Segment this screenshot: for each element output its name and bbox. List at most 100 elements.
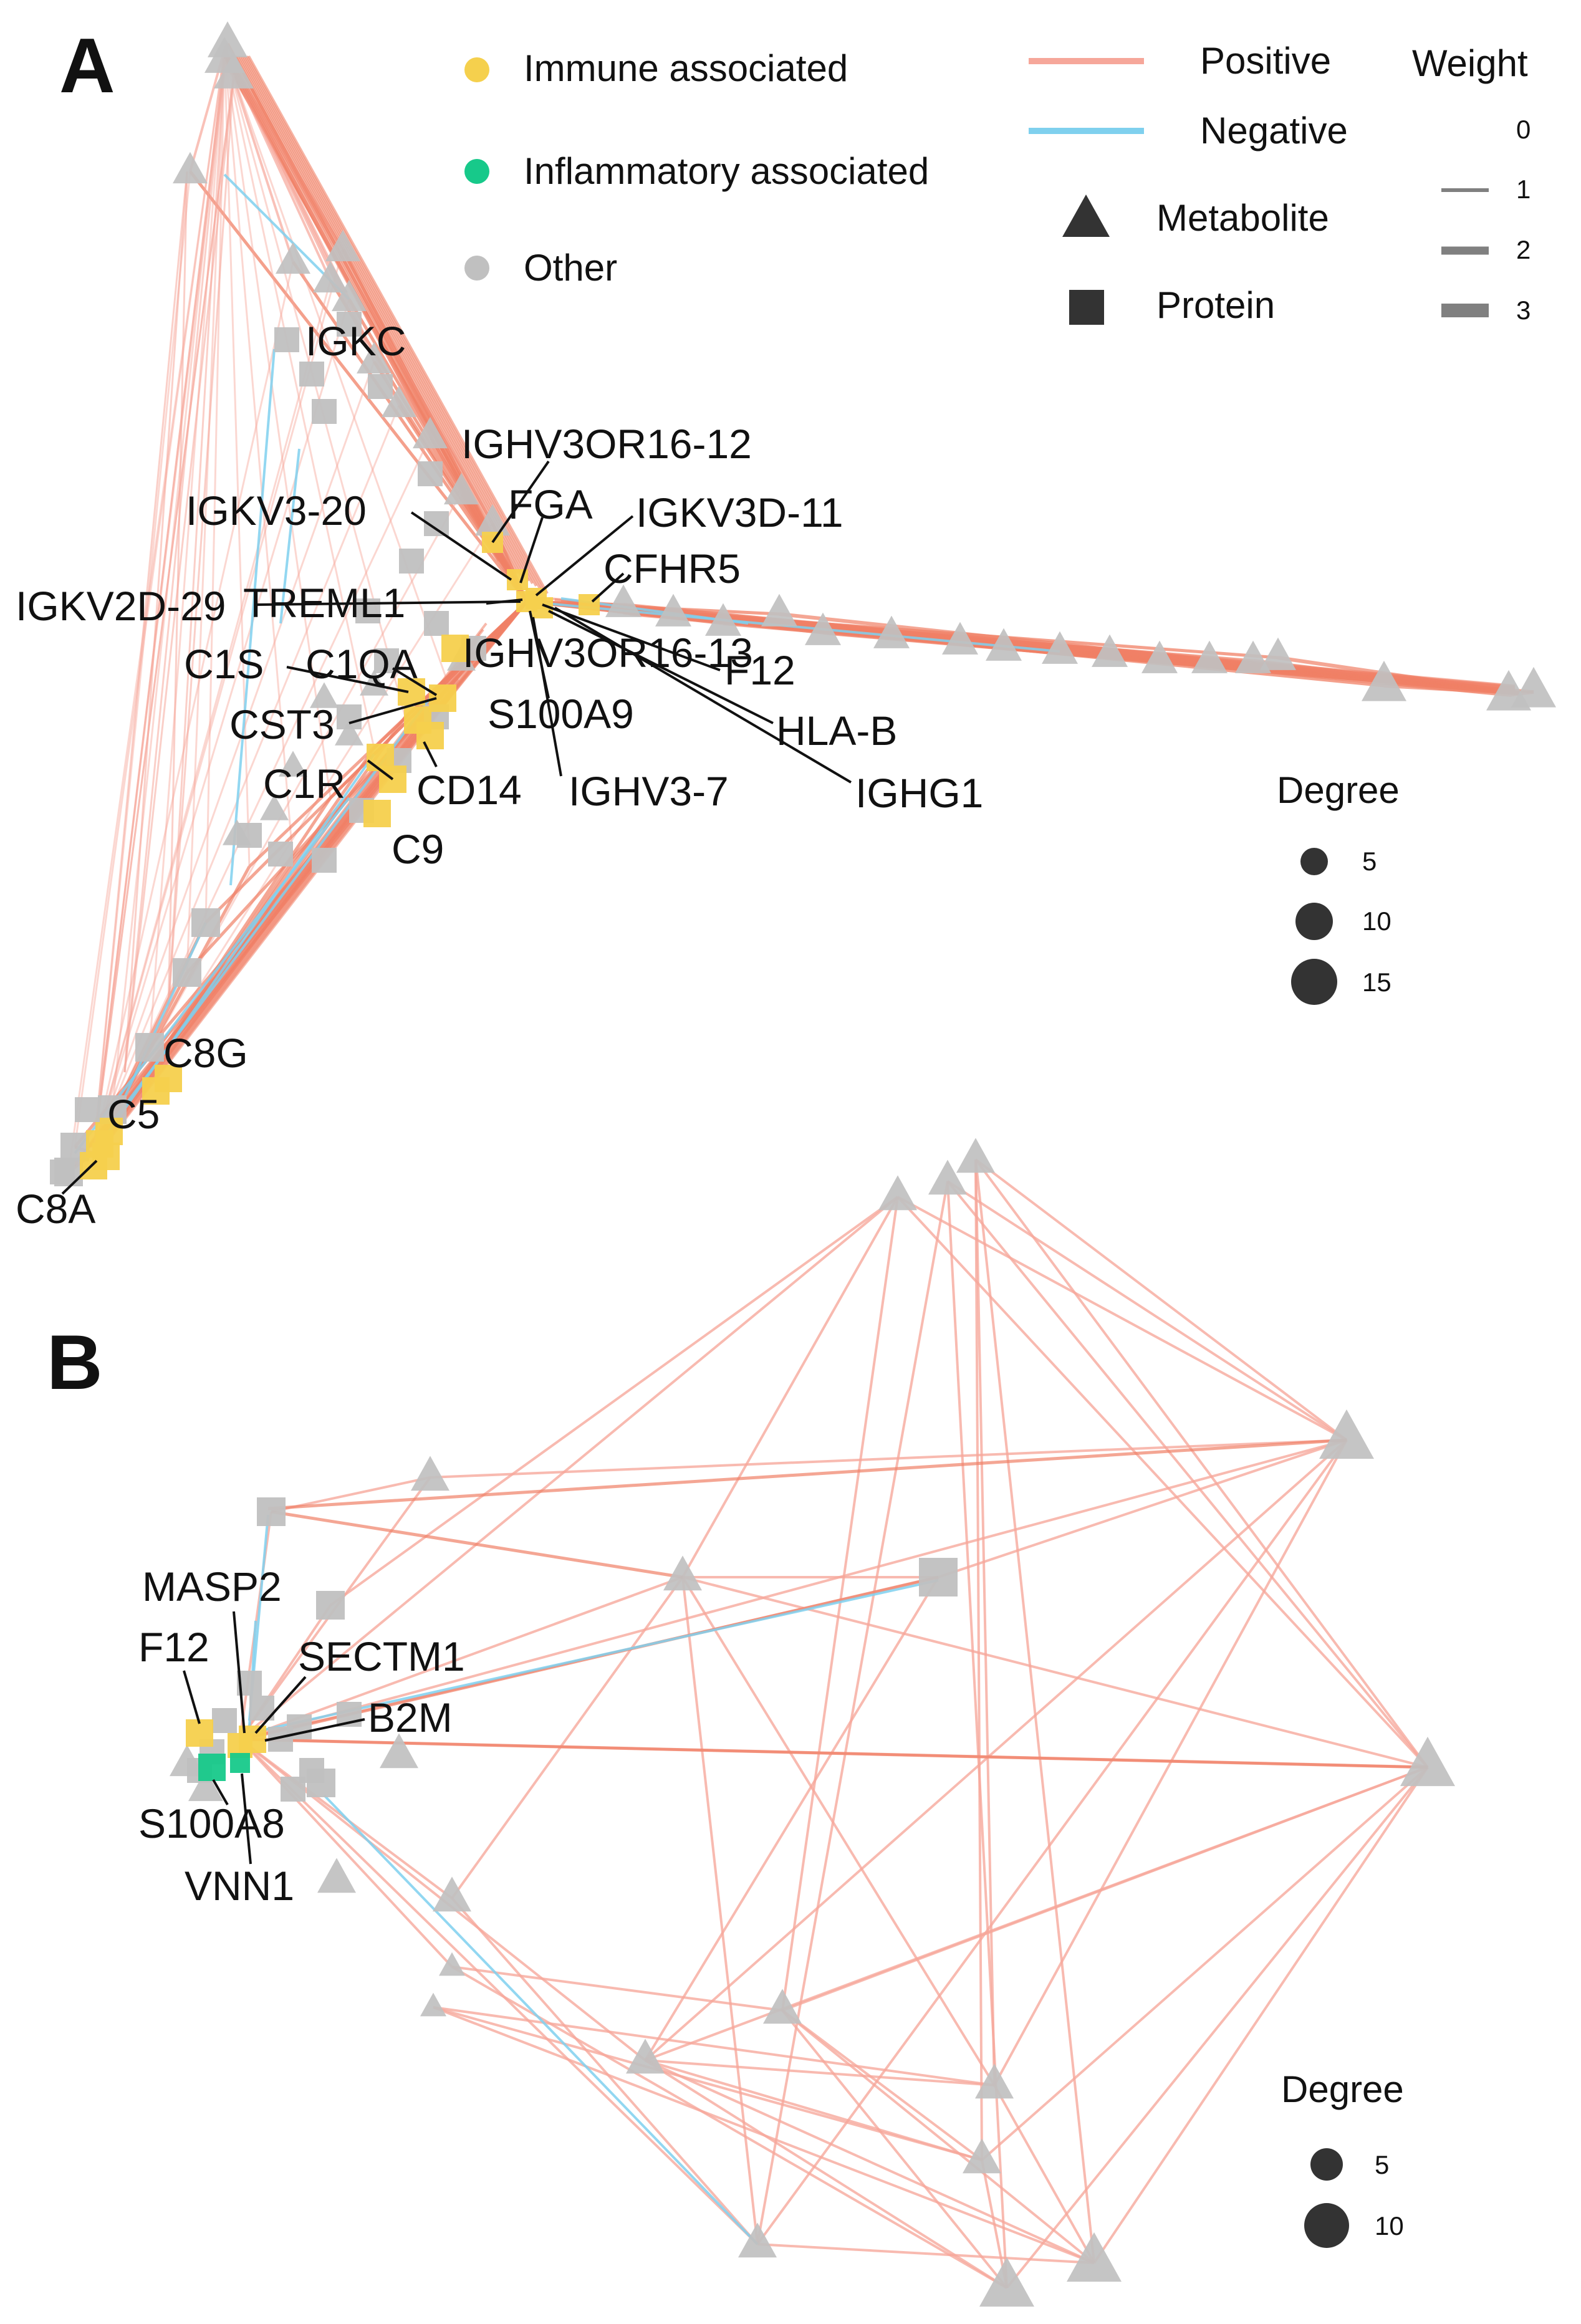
edge-a-bundle-up xyxy=(234,55,522,577)
node-b-metabolite xyxy=(439,1952,465,1976)
panel-b-edges xyxy=(239,1158,1429,2289)
edge-a-cross xyxy=(123,171,188,1073)
label-ighg1: IGHG1 xyxy=(855,770,983,816)
node-b-metabolite xyxy=(626,2038,665,2074)
label-c1s: C1S xyxy=(184,641,264,687)
edge-a-up-hub xyxy=(189,170,528,603)
leader-line-a xyxy=(491,460,550,544)
node-b-metabolite xyxy=(433,1876,471,1912)
leader-line-a xyxy=(542,603,721,671)
label-c8g: C8G xyxy=(163,1030,248,1076)
edge-b-positive xyxy=(644,1576,939,2062)
node-a-metabolite xyxy=(208,21,247,57)
node-a-protein xyxy=(299,362,324,387)
edge-b-positive xyxy=(974,1158,1429,1769)
legend-protein-label: Protein xyxy=(1156,284,1275,326)
legend-degree-title-b: Degree xyxy=(1281,2068,1404,2110)
edge-a-cross xyxy=(167,74,235,1011)
edge-b-positive xyxy=(993,2085,1095,2264)
edge-b-negative xyxy=(249,1579,939,1734)
edge-b-positive xyxy=(433,2006,995,2086)
edge-b-positive xyxy=(645,2059,995,2086)
node-a-immune-protein xyxy=(441,635,469,662)
edge-b-positive xyxy=(782,1766,1428,2012)
edge-b-positive xyxy=(974,1159,983,2161)
edge-b-positive xyxy=(644,2059,1008,2289)
label-igkv2d-29: IGKV2D-29 xyxy=(16,583,226,629)
panel-b-leader-lines xyxy=(183,1611,365,1865)
edge-a-negative xyxy=(74,797,350,1155)
edge-a-down-up xyxy=(223,49,375,749)
node-b-metabolite xyxy=(1067,2232,1122,2282)
node-a-metabolite xyxy=(332,279,367,312)
node-a-metabolite xyxy=(655,593,691,627)
edge-b-positive xyxy=(239,1576,683,1741)
edge-b-positive xyxy=(938,1439,1347,1578)
edge-b-positive xyxy=(756,1181,949,2245)
node-a-immune-protein xyxy=(142,1077,170,1105)
node-b-vnn1 xyxy=(230,1753,250,1773)
node-a-metabolite xyxy=(873,615,910,648)
edge-a-up-down xyxy=(92,261,294,1154)
edge-a-bundle-up xyxy=(246,55,545,592)
legend-weight-0: 0 xyxy=(1516,115,1531,144)
node-a-metabolite xyxy=(1511,666,1556,708)
legend-other-dot xyxy=(464,256,489,281)
label-igkc: IGKC xyxy=(305,318,406,364)
node-a-protein xyxy=(50,1160,75,1184)
leader-line-b xyxy=(183,1670,201,1724)
label-c9: C9 xyxy=(392,826,444,872)
label-fga: FGA xyxy=(508,481,593,527)
leader-line-a xyxy=(367,759,394,780)
node-a-protein xyxy=(75,1097,100,1122)
label-igkv3d-11: IGKV3D-11 xyxy=(636,489,843,535)
legend-positive-label: Positive xyxy=(1200,40,1331,82)
label-hla-b: HLA-B xyxy=(776,708,897,754)
edge-a-cross xyxy=(92,171,188,1154)
edge-a-negative xyxy=(229,348,276,886)
node-a-metabolite xyxy=(357,342,392,374)
edge-a-cross xyxy=(92,74,235,1154)
edge-a-down-up xyxy=(74,49,226,1148)
edge-a-bundle-up xyxy=(242,55,537,587)
node-a-metabolite xyxy=(1362,660,1406,701)
edge-a-bundle-up xyxy=(247,55,549,594)
node-a-metabolite xyxy=(310,682,339,708)
panel-a-legend: Immune associated Inflammatory associate… xyxy=(464,40,1531,1005)
edge-b-positive xyxy=(644,1439,1348,2062)
leader-line-a xyxy=(348,697,437,724)
leader-line-a xyxy=(548,610,774,724)
node-b-metabolite xyxy=(188,1769,223,1802)
edge-b-positive xyxy=(239,1439,1347,1741)
edge-b-positive xyxy=(946,1180,1348,1441)
edge-a-up-down xyxy=(92,405,400,1154)
node-a-metabolite xyxy=(605,584,642,617)
label-vnn1: VNN1 xyxy=(185,1863,294,1909)
legend-metabolite-triangle xyxy=(1062,194,1110,237)
leader-line-a xyxy=(286,666,409,693)
edge-b-positive xyxy=(682,1576,1428,1769)
edge-a-down-up xyxy=(223,49,251,867)
edge-a-cross xyxy=(92,59,226,1154)
node-a-metabolite xyxy=(382,385,416,418)
edge-b-positive xyxy=(974,1159,996,2086)
node-a-metabolite xyxy=(260,794,289,820)
edge-b-positive xyxy=(329,1196,899,1606)
leader-line-a xyxy=(486,598,523,605)
legend-degree-5-label-b: 5 xyxy=(1375,2150,1389,2179)
node-a-metabolite xyxy=(1141,640,1178,673)
edge-b-positive xyxy=(974,1158,1348,1441)
legend-degree-10-label-b: 10 xyxy=(1375,2211,1404,2240)
node-a-metabolite xyxy=(413,416,448,449)
node-b-metabolite xyxy=(170,1744,204,1777)
edge-b-positive xyxy=(756,1439,1348,2245)
node-b-metabolite xyxy=(956,1138,995,1173)
node-b-protein xyxy=(257,1497,286,1526)
panel-a-leader-lines xyxy=(61,460,852,1195)
edge-a-cross xyxy=(123,59,226,1073)
edge-b-positive xyxy=(781,1196,899,2011)
node-b-metabolite xyxy=(663,1555,702,1591)
edge-a-down-up xyxy=(223,49,450,686)
node-a-metabolite xyxy=(1235,640,1271,673)
